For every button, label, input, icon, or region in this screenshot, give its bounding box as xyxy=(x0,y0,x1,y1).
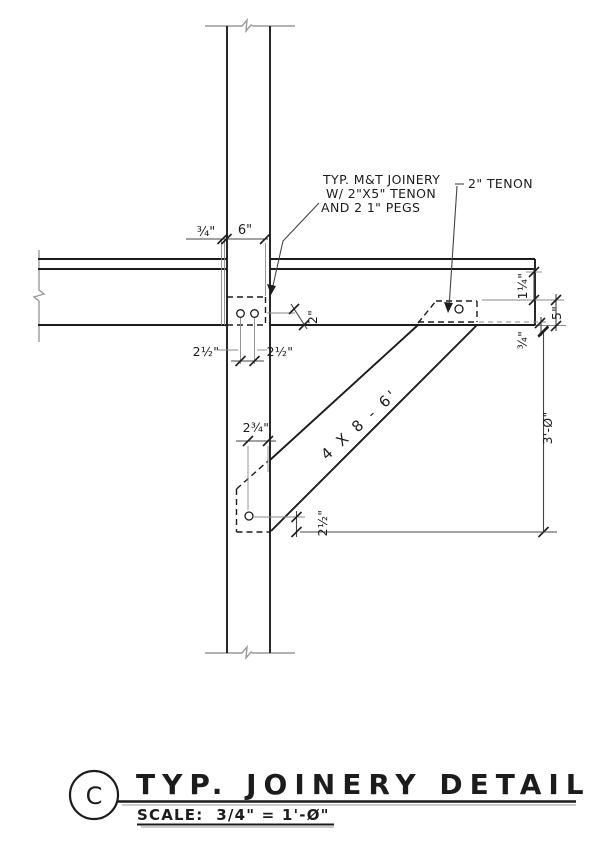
detail-bubble: C xyxy=(68,769,120,821)
detail-title-text: TYP. JOINERY DETAIL xyxy=(136,768,591,801)
brace-lower-peg xyxy=(244,511,254,521)
detail-scale-text: SCALE: 3/4" = 1'-Ø" xyxy=(137,806,330,824)
dim-peg-left-text: 2½" xyxy=(193,344,220,359)
dim-lower-peg-edge: 2½" xyxy=(254,510,330,538)
dim-lower-peg-offset: 2¾" xyxy=(236,420,276,510)
detail-letter: C xyxy=(86,782,103,810)
beam-peg-left xyxy=(236,309,245,318)
joinery-note-line1: TYP. M&T JOINERY xyxy=(322,172,440,187)
dim-tenon-thickness: 2" xyxy=(267,303,320,331)
tenon-callout-leader xyxy=(444,183,464,313)
housing-lines xyxy=(221,240,225,325)
dim-housing-and-tenon-length: ¾" 6" xyxy=(186,223,271,296)
post-bottom-break-line xyxy=(205,644,295,661)
joinery-note: TYP. M&T JOINERY W/ 2"X5" TENON AND 2 1"… xyxy=(321,172,440,215)
beam-outline xyxy=(38,258,536,326)
knee-brace-outline xyxy=(269,324,478,532)
post-outline xyxy=(226,26,271,653)
beam-peg-right xyxy=(250,309,259,318)
dim-tenon-thickness-text: 2" xyxy=(305,310,320,324)
brace-upper-tenon-hidden-outline xyxy=(417,300,478,324)
brace-upper-peg xyxy=(454,304,464,314)
dim-peg-spacing: 2½" 2½" xyxy=(193,318,294,367)
dim-housing-text: ¾" xyxy=(197,225,216,240)
dim-brace-drop-text: 3'-Ø" xyxy=(540,412,555,445)
joinery-note-leader xyxy=(267,202,320,295)
beam-tenon-hidden-outline xyxy=(227,296,267,326)
beam-left-break-line xyxy=(32,250,46,342)
joinery-note-line2: W/ 2"X5" TENON xyxy=(326,186,436,201)
dim-lower-peg-edge-text: 2½" xyxy=(315,510,330,537)
dim-bottom-relish-text: ¾" xyxy=(515,331,530,349)
tenon-callout-text: 2" TENON xyxy=(468,176,533,191)
dim-brace-drop: 3'-Ø" xyxy=(300,326,557,538)
dim-beam-end-stack: 1¼" 5" ¾" xyxy=(479,266,566,349)
post-top-break-line xyxy=(205,17,295,34)
dim-tenon-height-text: 5" xyxy=(549,306,564,320)
detail-title: TYP. JOINERY DETAIL SCALE: 3/4" = 1'-Ø" xyxy=(118,768,591,828)
brace-lower-tenon-hidden-outline xyxy=(235,460,270,533)
dim-top-relish-text: 1¼" xyxy=(515,273,530,300)
joinery-note-line3: AND 2 1" PEGS xyxy=(321,200,420,215)
dim-lower-peg-offset-text: 2¾" xyxy=(243,420,270,435)
brace-size-label: 4 X 8 - 6' xyxy=(317,385,402,464)
dim-tenon-length-text: 6" xyxy=(238,223,252,238)
dim-peg-right-text: 2½" xyxy=(267,344,294,359)
